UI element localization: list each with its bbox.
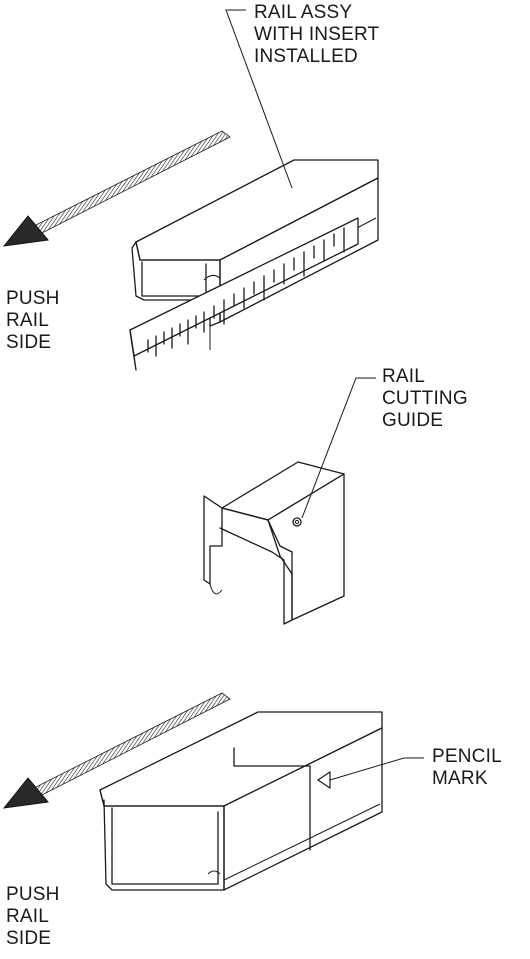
leader-rail-assy xyxy=(225,9,293,189)
label-rail-assy: RAIL ASSY WITH INSERT INSTALLED xyxy=(254,2,380,67)
label-push-rail-side-bottom: PUSH RAIL SIDE xyxy=(6,884,60,949)
leader-pencil-mark xyxy=(329,757,424,781)
rail-cutting-guide-part xyxy=(203,461,345,625)
label-rail-cutting-guide: RAIL CUTTING GUIDE xyxy=(382,366,468,431)
rail-assy-with-insert xyxy=(129,159,379,371)
push-arrow-top xyxy=(2,130,231,247)
label-push-rail-side-top: PUSH RAIL SIDE xyxy=(6,288,60,353)
leader-cutting-guide xyxy=(301,377,376,519)
label-pencil-mark: PENCIL MARK xyxy=(432,746,502,789)
push-arrow-bottom xyxy=(2,692,231,809)
rail-with-pencil-mark xyxy=(99,711,383,891)
